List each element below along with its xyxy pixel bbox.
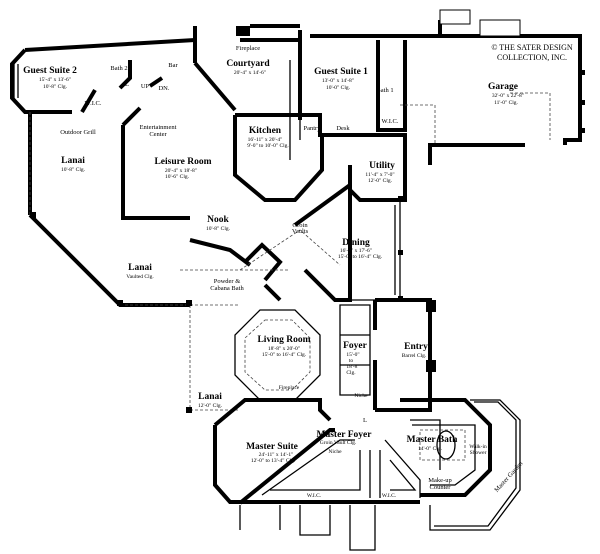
foyer-ceiling-4: Clg. bbox=[346, 370, 356, 376]
room-master-suite: Master Suite bbox=[246, 442, 298, 452]
guest-suite-1-dims: 13'-0" x 14'-8" bbox=[322, 78, 354, 84]
living-ceiling: 15'-0" to 16'-4" Clg. bbox=[262, 352, 307, 358]
room-utility: Utility bbox=[369, 161, 395, 171]
kitchen-dims: 16'-11" x 20'-4" bbox=[248, 137, 283, 143]
room-guest-suite-2: Guest Suite 2 bbox=[23, 66, 77, 76]
groin-vaults-label: Groin bbox=[292, 222, 308, 229]
entertainment-center-label-2: Center bbox=[149, 131, 167, 138]
garage-dims: 32'-0" x 22'-8" bbox=[492, 93, 524, 99]
master-suite-ceiling: 12'-0" to 13'-4" Clg. bbox=[251, 458, 296, 464]
living-dims: 18'-8" x 20'-0" bbox=[268, 346, 300, 352]
copyright-line-1: © THE SATER DESIGN bbox=[491, 43, 572, 52]
fireplace-living-label: Fireplace bbox=[279, 385, 300, 391]
foyer-ceiling-3: 18'-8" bbox=[346, 364, 359, 370]
dining-dims: 16'-7" x 17'-6" bbox=[340, 248, 372, 254]
room-lanai-master: Lanai bbox=[198, 392, 222, 402]
wic-master-1-label: W.I.C. bbox=[307, 493, 322, 499]
courtyard-dims: 20'-4" x 14'-6" bbox=[234, 70, 266, 76]
l-mark-bath-2: L bbox=[125, 81, 129, 88]
leisure-ceiling: 10'-6" Clg. bbox=[165, 174, 190, 180]
powder-cabana-label: Powder & bbox=[214, 278, 241, 285]
room-master-bath: Master Bath bbox=[407, 435, 458, 445]
room-guest-suite-1: Guest Suite 1 bbox=[314, 67, 368, 77]
piers bbox=[30, 26, 585, 413]
utility-dims: 11'-4" x 7'-0" bbox=[365, 172, 394, 178]
bath-1-label: Bath 1 bbox=[376, 87, 393, 94]
room-nook: Nook bbox=[207, 215, 229, 225]
room-lanai-left: Lanai bbox=[61, 156, 85, 166]
room-living: Living Room bbox=[257, 335, 310, 345]
bath-2-label: Bath 2 bbox=[110, 65, 127, 72]
room-lanai-vaulted: Lanai bbox=[128, 263, 152, 273]
guest-suite-2-ceiling: 10'-8" Clg. bbox=[43, 84, 68, 90]
niche-foyer-label: Niche bbox=[354, 393, 368, 399]
master-suite-dims: 24'-11" x 14'-1" bbox=[259, 452, 294, 458]
master-foyer-ceiling: Groin Vault Clg. bbox=[320, 440, 357, 446]
outdoor-grill-label: Outdoor Grill bbox=[60, 129, 96, 136]
makeup-counter-label-2: Counter bbox=[430, 484, 452, 491]
master-bath-ceiling: 14'-0" Clg. bbox=[418, 446, 443, 452]
nook-ceiling: 10'-8" Clg. bbox=[206, 226, 231, 232]
room-courtyard: Courtyard bbox=[226, 59, 270, 69]
room-kitchen: Kitchen bbox=[249, 126, 282, 136]
room-master-foyer: Master Foyer bbox=[317, 430, 373, 440]
foyer-ceiling-2: to bbox=[349, 358, 354, 364]
leisure-dims: 20'-4" x 18'-8" bbox=[165, 168, 197, 174]
pantry-label: Pantry bbox=[304, 125, 322, 132]
room-garage: Garage bbox=[488, 82, 518, 92]
dining-ceiling: 15'-0" to 16'-4" Clg. bbox=[338, 254, 383, 260]
powder-cabana-label-2: Cabana Bath bbox=[210, 285, 244, 292]
copyright-line-2: COLLECTION, INC. bbox=[497, 53, 567, 62]
room-dining: Dining bbox=[342, 238, 370, 248]
groin-vaults-label-2: Vaults bbox=[292, 228, 309, 235]
walk-in-shower-label: Walk-in bbox=[469, 444, 487, 450]
entry-ceiling: Barrel Clg. bbox=[402, 353, 427, 359]
lanai-master-ceiling: 12'-0" Clg. bbox=[198, 403, 223, 409]
desk-label: Desk bbox=[336, 125, 350, 132]
room-entry: Entry bbox=[404, 342, 428, 352]
bar-label: Bar bbox=[168, 62, 178, 69]
stairs-up-label: UP bbox=[141, 83, 150, 90]
walls bbox=[10, 20, 582, 551]
l-mark-master: L bbox=[363, 417, 367, 424]
garage-ceiling: 11'-0" Clg. bbox=[494, 100, 518, 106]
windows bbox=[439, 9, 521, 37]
lanai-vaulted-ceiling: Vaulted Clg. bbox=[126, 274, 154, 280]
room-foyer: Foyer bbox=[343, 341, 368, 351]
makeup-counter-label: Make-up bbox=[428, 477, 451, 484]
wic-guest-1-label: W.I.C. bbox=[382, 118, 399, 125]
room-leisure: Leisure Room bbox=[154, 157, 211, 167]
fireplace-courtyard-label: Fireplace bbox=[236, 45, 260, 52]
foyer-ceiling-1: 15'-0" bbox=[346, 352, 359, 358]
utility-ceiling: 12'-0" Clg. bbox=[368, 178, 393, 184]
walk-in-shower-label-2: Shower bbox=[470, 450, 487, 456]
guest-suite-1-ceiling: 10'-0" Clg. bbox=[326, 85, 351, 91]
master-foyer-niche: Niche bbox=[328, 449, 342, 455]
entertainment-center-label: Entertainment bbox=[140, 124, 177, 131]
wic-guest-2-label: W.I.C. bbox=[85, 100, 102, 107]
wic-master-2-label: W.I.C. bbox=[382, 493, 397, 499]
lanai-left-ceiling: 10'-8" Clg. bbox=[61, 167, 86, 173]
stairs-down-label: DN. bbox=[158, 85, 169, 92]
kitchen-ceiling: 9'-0" to 10'-0" Clg. bbox=[247, 143, 289, 149]
guest-suite-2-dims: 15'-4" x 13'-6" bbox=[39, 77, 71, 83]
